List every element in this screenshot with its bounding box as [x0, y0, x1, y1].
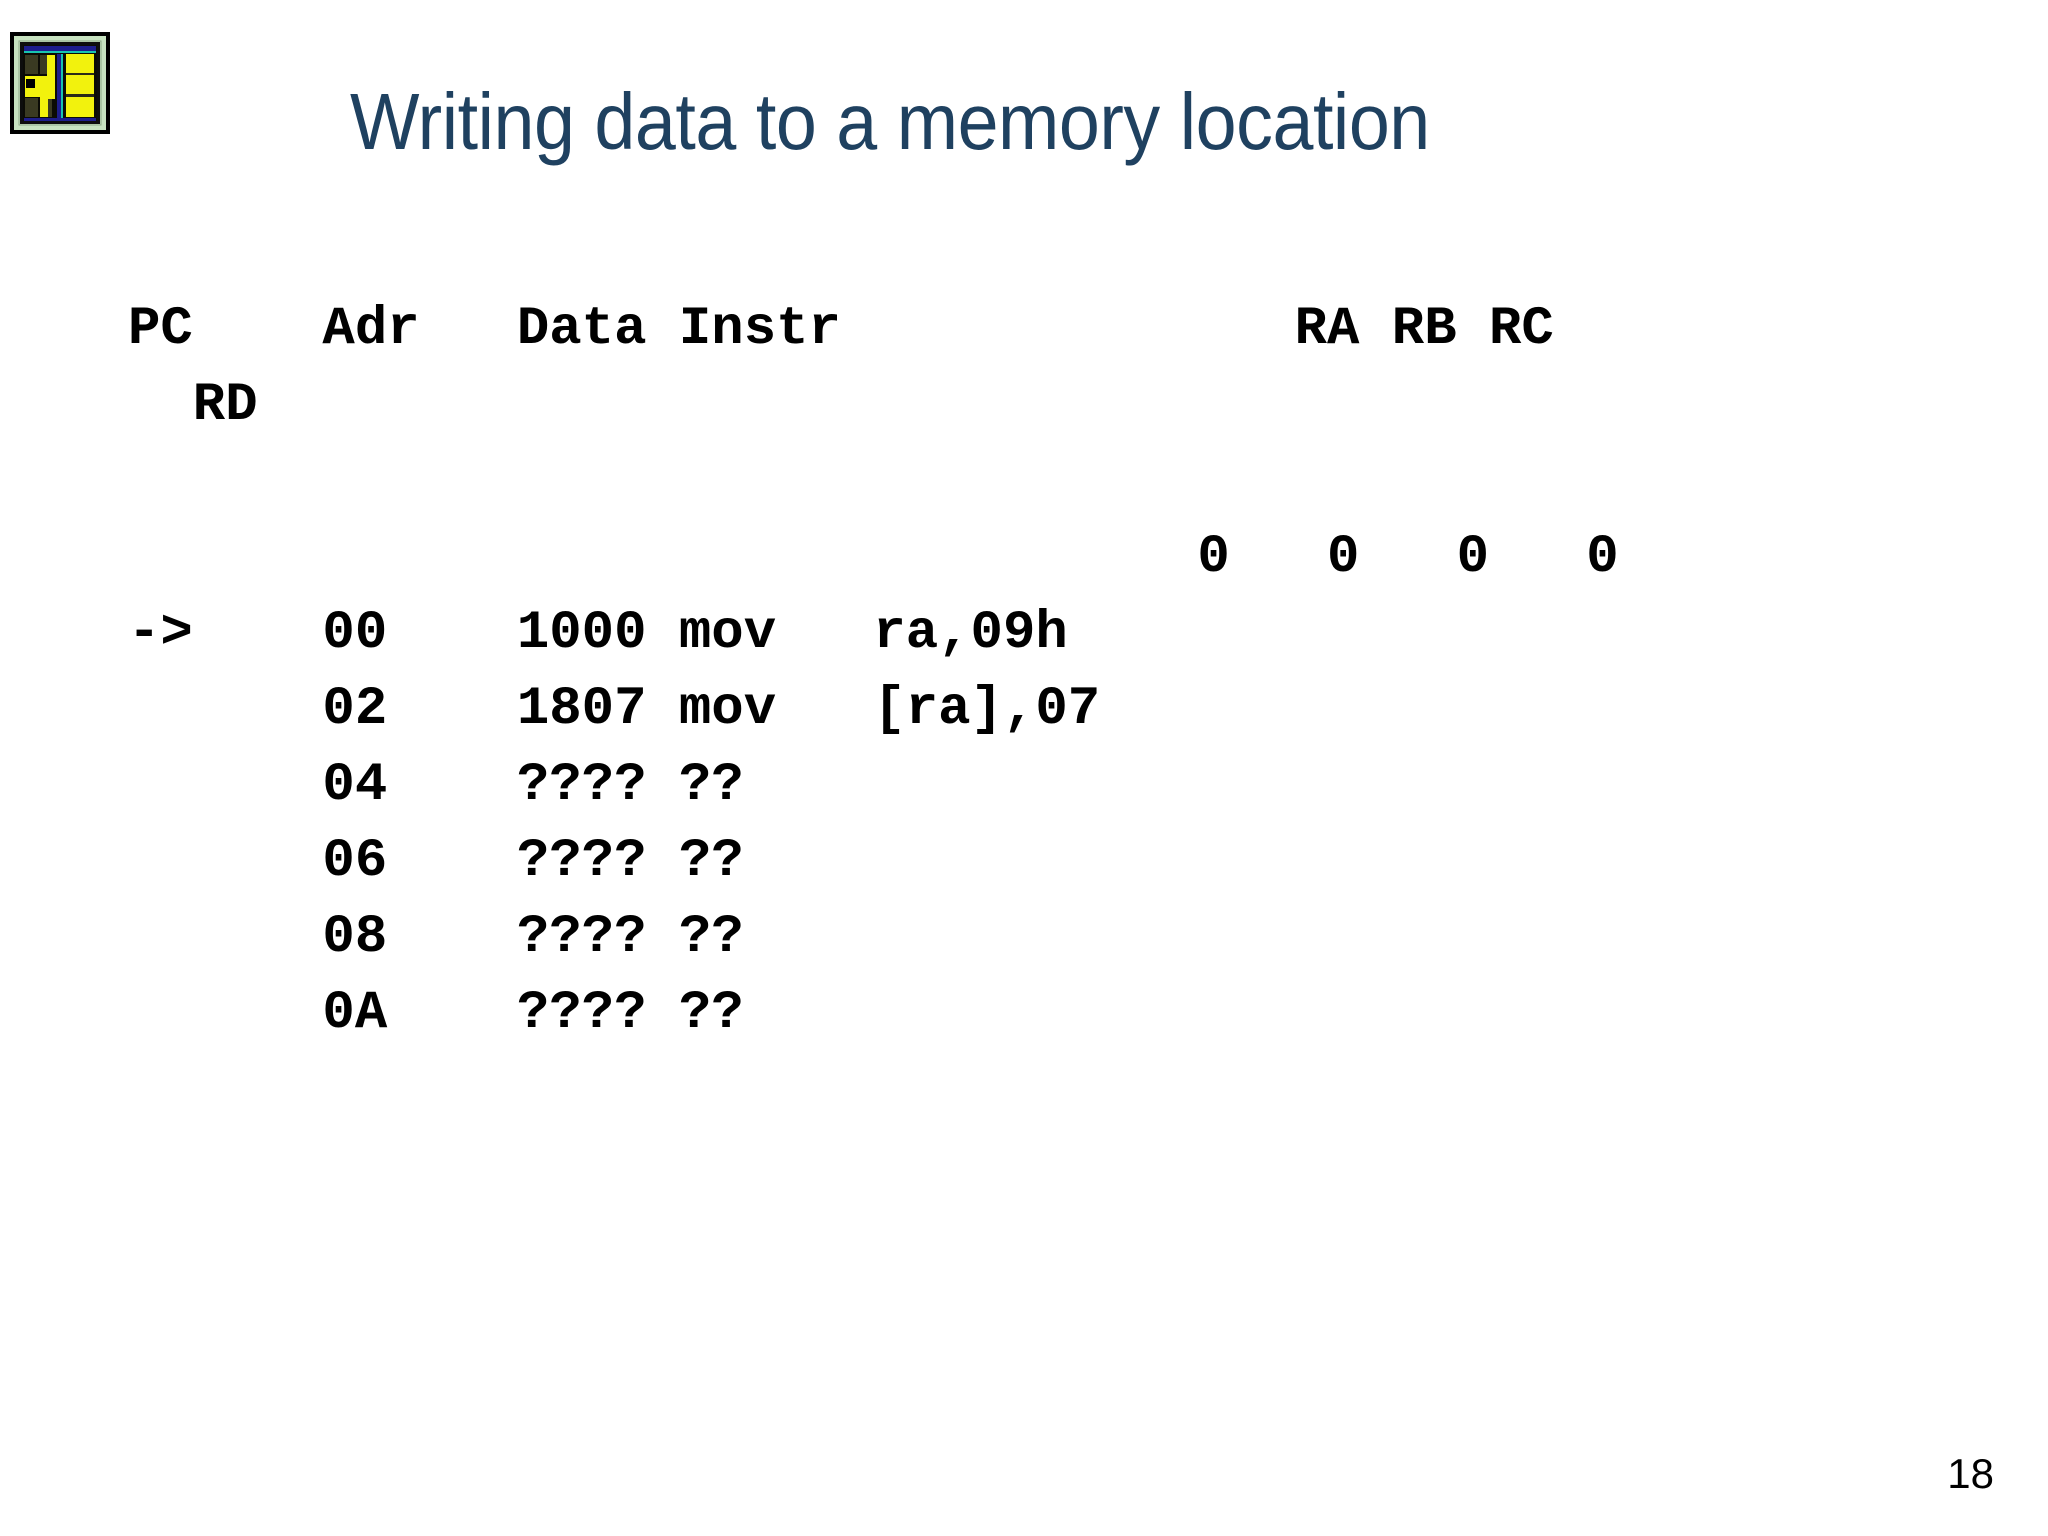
chip-die-photo-icon: [10, 32, 110, 134]
memory-listing: PC Adr Data Instr RA RB RC RD 0 0 0 0 -> …: [128, 292, 1619, 1052]
table-header-row-1: PC Adr Data Instr RA RB RC: [128, 299, 1554, 360]
table-row: -> 00 1000 mov ra,09h: [128, 603, 1068, 664]
table-row: 02 1807 mov [ra],07: [128, 679, 1101, 740]
register-values-row: 0 0 0 0: [128, 527, 1619, 588]
page-title: Writing data to a memory location: [350, 76, 1430, 166]
table-row: 04 ???? ??: [128, 755, 744, 816]
slide-page-number: 18: [1947, 1450, 1994, 1497]
table-row: 08 ???? ??: [128, 907, 744, 968]
table-row: 06 ???? ??: [128, 831, 744, 892]
table-header-row-2: RD: [128, 375, 258, 436]
table-row: 0A ???? ??: [128, 983, 744, 1044]
spacer-row: [128, 444, 1619, 520]
